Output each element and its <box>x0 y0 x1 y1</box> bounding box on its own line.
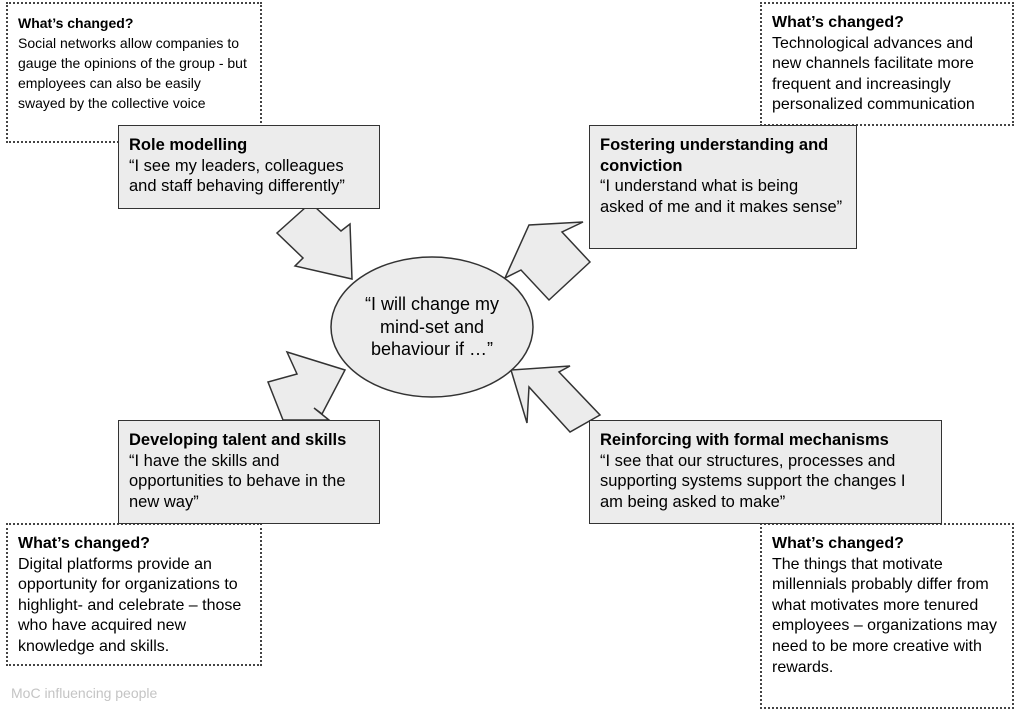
box-quote: “I see my leaders, colleagues and staff … <box>129 156 345 196</box>
box-fostering: Fostering understanding and conviction “… <box>589 125 857 249</box>
arrow-developing <box>266 350 347 421</box>
note-bottom-right: What’s changed? The things that motivate… <box>760 523 1014 709</box>
note-heading: What’s changed? <box>18 535 150 552</box>
note-top-left: What’s changed? Social networks allow co… <box>6 2 262 143</box>
arrow-role-modelling <box>275 206 353 280</box>
box-title: Fostering understanding and conviction <box>600 136 829 175</box>
box-reinforcing: Reinforcing with formal mechanisms “I se… <box>589 420 942 524</box>
note-body: The things that motivate millennials pro… <box>772 555 998 676</box>
box-quote: “I understand what is being asked of me … <box>600 177 843 216</box>
note-heading: What’s changed? <box>772 535 904 552</box>
note-heading: What’s changed? <box>772 14 904 31</box>
box-developing: Developing talent and skills “I have the… <box>118 420 380 524</box>
box-title: Developing talent and skills <box>129 431 347 449</box>
note-top-right: What’s changed? Technological advances a… <box>760 2 1014 126</box>
center-statement: “I will change my mind-set and behaviour… <box>330 256 534 398</box>
box-title: Role modelling <box>129 136 248 154</box>
footer-caption: MoC influencing people <box>11 685 158 701</box>
note-bottom-left: What’s changed? Digital platforms provid… <box>6 523 262 666</box>
note-body: Digital platforms provide an opportunity… <box>18 555 242 655</box>
note-heading: What’s changed? <box>18 15 134 31</box>
box-quote: “I have the skills and opportunities to … <box>129 451 346 511</box>
note-body: Social networks allow companies to gauge… <box>18 35 247 111</box>
box-quote: “I see that our structures, processes an… <box>600 451 906 511</box>
center-text: “I will change my mind-set and behaviour… <box>364 294 500 360</box>
arrow-reinforcing <box>510 365 602 433</box>
box-title: Reinforcing with formal mechanisms <box>600 431 889 449</box>
center-ellipse <box>330 256 534 398</box>
arrow-fostering <box>503 221 592 302</box>
box-role-modelling: Role modelling “I see my leaders, collea… <box>118 125 380 209</box>
note-body: Technological advances and new channels … <box>772 34 975 114</box>
